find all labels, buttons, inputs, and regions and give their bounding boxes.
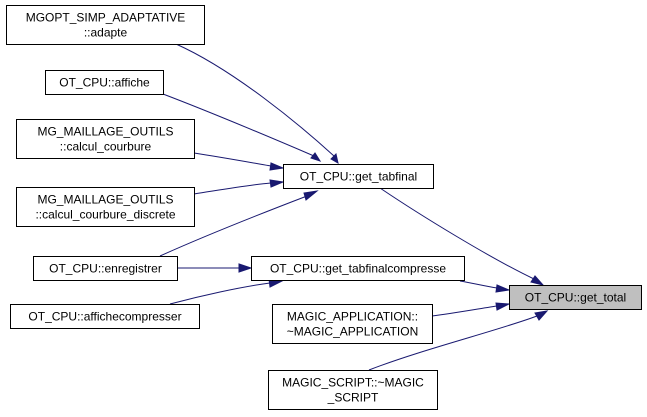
node-box [45, 70, 164, 95]
edge-line [169, 282, 271, 305]
caller-node[interactable]: OT_CPU::affichecompresser [10, 304, 200, 329]
edge-n5-n7 [169, 278, 284, 305]
edge-n3-n6 [193, 179, 285, 195]
arrowhead-icon [303, 190, 319, 201]
caller-node[interactable]: MGOPT_SIMP_ADAPTATIVE::adapte [6, 5, 205, 45]
node-label: MAGIC_APPLICATION:: [287, 310, 418, 324]
arrowhead-icon [269, 179, 285, 188]
edge-line [459, 280, 498, 289]
node-box [283, 164, 434, 189]
node-label: OT_CPU::affiche [59, 76, 150, 90]
arrowhead-icon [238, 263, 253, 273]
caller-node[interactable]: MAGIC_SCRIPT::~MAGIC_SCRIPT [268, 370, 438, 410]
node-label: _SCRIPT [327, 391, 379, 405]
edge-line [162, 93, 315, 157]
node-box [10, 304, 200, 329]
edge-line [368, 315, 538, 371]
caller-node[interactable]: OT_CPU::get_tabfinal [283, 164, 434, 189]
edge-line [193, 152, 272, 167]
arrowhead-icon [495, 284, 511, 293]
edge-n0-n6 [175, 43, 339, 164]
node-box [509, 285, 642, 310]
node-box [33, 256, 178, 281]
node-label: OT_CPU::get_tabfinalcompresse [270, 262, 446, 276]
edge-n1-n6 [162, 93, 322, 162]
arrowhead-icon [269, 162, 285, 171]
node-box [268, 370, 438, 410]
edge-n4-n6 [159, 190, 319, 257]
node-label: MG_MAILLAGE_OUTILS [37, 125, 173, 139]
edge-n9-n10 [368, 310, 549, 371]
node-label: OT_CPU::enregistrer [49, 262, 162, 276]
caller-node[interactable]: OT_CPU::affiche [45, 70, 164, 95]
node-label: ::adapte [84, 26, 128, 40]
edge-line [159, 195, 308, 257]
caller-node[interactable]: MG_MAILLAGE_OUTILS::calcul_courbure [16, 119, 195, 159]
arrowhead-icon [530, 275, 545, 286]
edge-line [193, 182, 272, 195]
edge-n7-n10 [459, 280, 511, 293]
node-label: ~MAGIC_APPLICATION [287, 325, 418, 339]
node-label: OT_CPU::get_tabfinal [300, 170, 417, 184]
edge-n8-n10 [431, 302, 511, 317]
edge-n6-n10 [379, 187, 545, 286]
node-label: MGOPT_SIMP_ADAPTATIVE [26, 11, 186, 25]
node-box [16, 119, 195, 159]
caller-node[interactable]: OT_CPU::enregistrer [33, 256, 178, 281]
edge-line [431, 305, 498, 317]
node-label: ::calcul_courbure [60, 140, 152, 154]
edge-n4-n7 [177, 263, 253, 273]
caller-node[interactable]: MAGIC_APPLICATION::~MAGIC_APPLICATION [272, 304, 433, 344]
arrowhead-icon [310, 152, 322, 162]
edge-line [379, 187, 535, 280]
node-box [6, 5, 205, 45]
node-label: MG_MAILLAGE_OUTILS [37, 193, 173, 207]
caller-node[interactable]: OT_CPU::get_tabfinalcompresse [251, 256, 465, 281]
caller-node[interactable]: MG_MAILLAGE_OUTILS::calcul_courbure_disc… [16, 187, 195, 227]
node-box [16, 187, 195, 227]
target-node[interactable]: OT_CPU::get_total [509, 285, 642, 310]
arrowhead-icon [495, 302, 511, 311]
arrowhead-icon [330, 153, 339, 164]
edge-line [175, 43, 335, 157]
node-label: OT_CPU::affichecompresser [28, 310, 181, 324]
arrowhead-icon [534, 310, 549, 321]
node-box [251, 256, 465, 281]
node-box [272, 304, 433, 344]
node-label: ::calcul_courbure_discrete [35, 208, 175, 222]
node-label: MAGIC_SCRIPT::~MAGIC [282, 376, 424, 390]
node-label: OT_CPU::get_total [525, 291, 626, 305]
edge-n2-n6 [193, 152, 285, 171]
